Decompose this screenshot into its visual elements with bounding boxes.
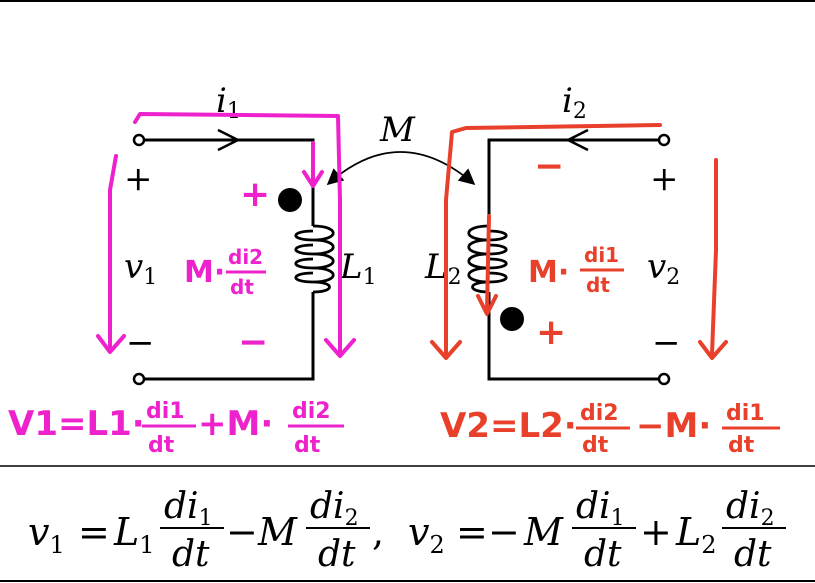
right-term-num: di1 (584, 243, 619, 267)
formula-row: v1 = L1 di1 dt − M di2 dt , v2 = − M di1… (28, 486, 786, 575)
left-annot-plus: + (240, 174, 270, 215)
formula-v1-op: − (226, 510, 258, 554)
dot-L1 (278, 188, 302, 212)
left-eq-lhs: V1=L1· (8, 404, 145, 444)
right-plus-sign: + (650, 159, 679, 199)
left-bottom-wire (144, 292, 315, 381)
left-eq-d1: dt (148, 433, 175, 458)
right-current-loop (444, 123, 662, 357)
formula-v2-M: M (523, 510, 564, 554)
formula-v1-f2-num: di2 (310, 486, 359, 531)
label-i2: i2 (562, 81, 587, 124)
right-eq-d1: dt (582, 433, 609, 458)
label-L1: L1 (339, 247, 377, 290)
label-v2: v2 (647, 247, 680, 290)
right-eq-n1: di2 (580, 401, 619, 426)
right-eq-lhs: V2=L2· (440, 406, 577, 446)
left-annotation-strokes (96, 112, 356, 358)
right-voltage-arrow (710, 158, 718, 356)
label-L2: L2 (424, 247, 462, 290)
left-annot-minus: − (238, 322, 268, 363)
left-voltage-arrow (108, 154, 118, 352)
label-i1: i1 (216, 81, 241, 124)
left-term-den: dt (230, 275, 254, 299)
left-eq-d2: dt (294, 433, 321, 458)
label-v1: v1 (124, 247, 157, 290)
mutual-coupling-arc (326, 151, 476, 186)
right-term-coef: M· (528, 255, 569, 290)
right-minus-sign: − (652, 323, 681, 363)
formula-v1-lhs: v1 (28, 510, 65, 559)
formula-v1-f1-den: dt (172, 534, 210, 575)
right-annot-plus: + (536, 312, 566, 353)
left-bottom-terminal (132, 372, 146, 386)
right-inner-arrow (485, 214, 491, 312)
left-current-arrow (217, 128, 241, 152)
right-eq-mid: −M· (636, 406, 711, 446)
left-current-loop (133, 112, 342, 354)
right-current-arrow (565, 128, 589, 152)
formula-v2-f2-den: dt (734, 534, 772, 575)
formula-v2-f2-num: di2 (726, 486, 775, 531)
left-plus-sign: + (124, 159, 153, 199)
left-term-coef: M· (184, 255, 225, 290)
left-eq-n1: di1 (146, 399, 185, 424)
formula-v2-op2: + (640, 510, 672, 554)
left-eq-n2: di2 (292, 399, 331, 424)
formula-v1-eq: = (78, 510, 110, 554)
right-bottom-terminal (657, 372, 671, 386)
left-top-terminal (132, 133, 146, 147)
formula-separator: , (372, 510, 384, 554)
right-eq-d2: dt (728, 433, 755, 458)
formula-v2-eq: = (456, 510, 488, 554)
formula-v1-M: M (257, 510, 298, 554)
right-term-den: dt (586, 273, 610, 297)
right-eq-n2: di1 (726, 401, 765, 426)
formula-v1-L: L1 (113, 510, 155, 559)
right-annotation-strokes (430, 123, 728, 360)
right-annot-minus: − (534, 146, 564, 187)
right-top-wire (487, 138, 659, 226)
formula-v1-f1-num: di1 (164, 486, 213, 531)
formula-v2-lhs: v2 (408, 510, 445, 559)
right-top-terminal (657, 133, 671, 147)
formula-v2-op1: − (488, 510, 520, 554)
formula-v1-f2-den: dt (318, 534, 356, 575)
label-M: M (379, 110, 416, 150)
dot-L2 (500, 307, 524, 331)
left-minus-sign: − (126, 323, 155, 363)
left-eq-mid: +M· (198, 404, 273, 444)
formula-v2-L: L2 (675, 510, 717, 559)
coil-L1 (294, 224, 335, 294)
left-term-num: di2 (228, 245, 263, 269)
formula-v2-f1-num: di1 (576, 486, 625, 531)
left-top-wire (144, 138, 315, 226)
left-circuit (132, 128, 335, 386)
formula-v2-f1-den: dt (584, 534, 622, 575)
right-bottom-wire (487, 292, 659, 381)
